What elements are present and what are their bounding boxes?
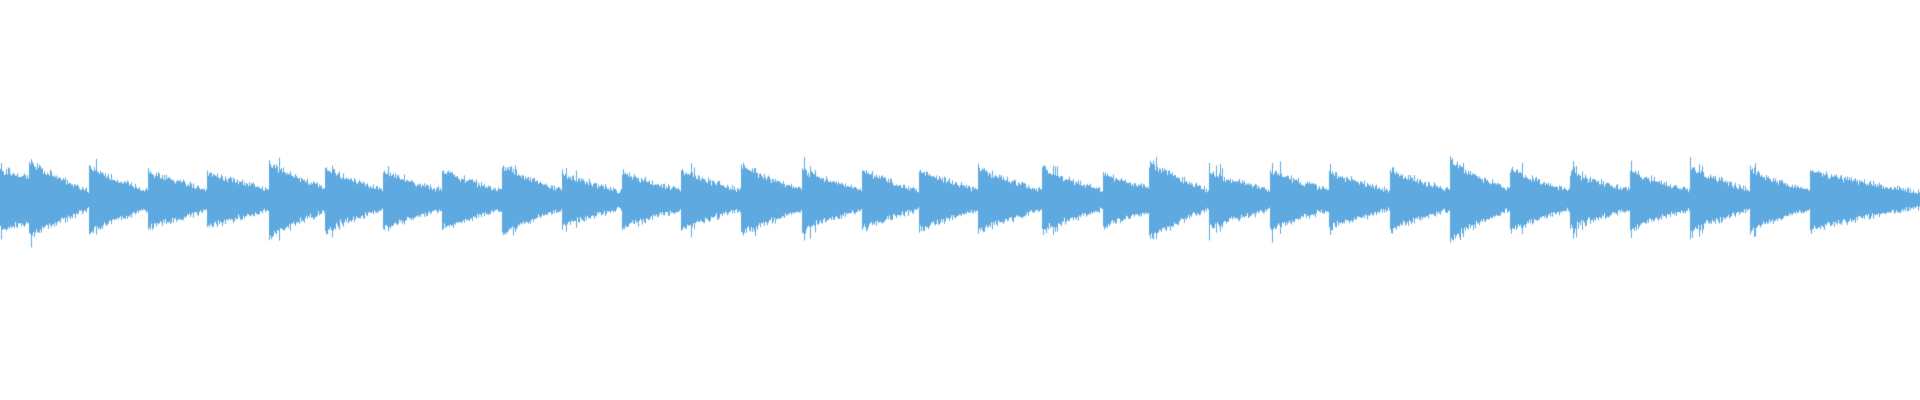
audio-waveform[interactable]	[0, 0, 1920, 400]
